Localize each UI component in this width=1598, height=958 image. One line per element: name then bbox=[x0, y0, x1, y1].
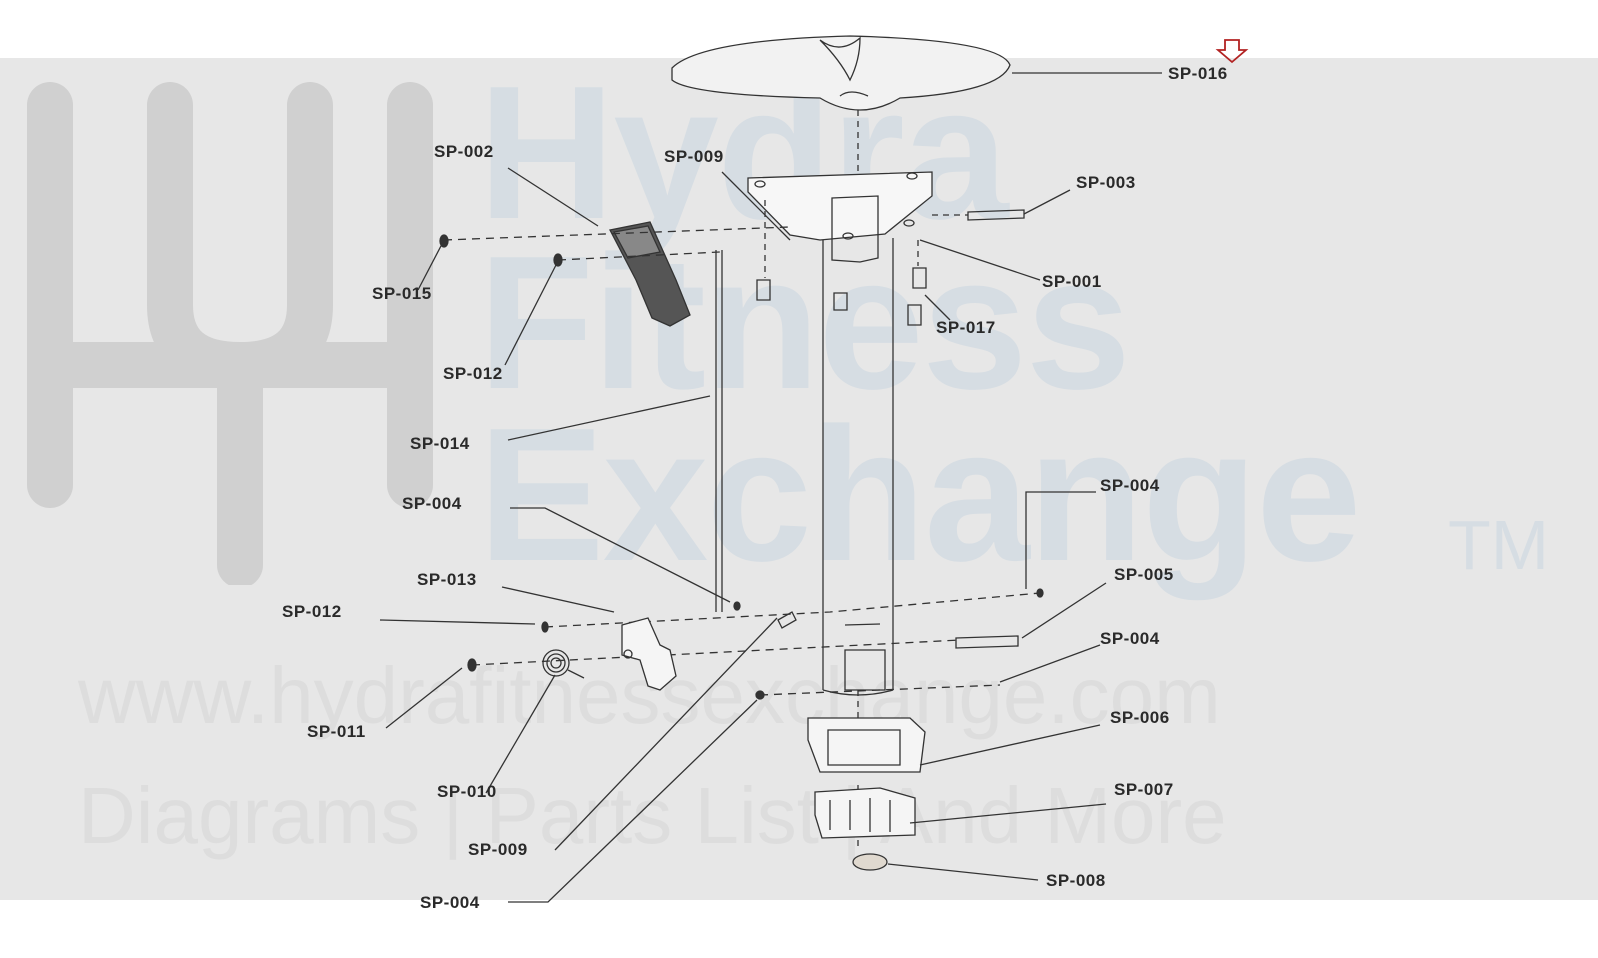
seat-part bbox=[671, 35, 1011, 111]
label-sp-008: SP-008 bbox=[1046, 871, 1106, 890]
label-sp-007: SP-007 bbox=[1114, 780, 1174, 799]
watermark-fitness: Fitness bbox=[478, 217, 1131, 429]
label-sp-004-bottom: SP-004 bbox=[420, 893, 480, 912]
label-sp-017: SP-017 bbox=[936, 318, 996, 337]
spring-part bbox=[542, 649, 585, 679]
label-sp-012-bottom: SP-012 bbox=[282, 602, 342, 621]
rod-part bbox=[715, 250, 723, 612]
watermark-exchange: Exchange bbox=[478, 389, 1362, 601]
label-sp-005: SP-005 bbox=[1114, 565, 1174, 584]
watermark-tm: TM bbox=[1448, 506, 1550, 584]
watermark-tagline: Diagrams | Parts List | And More bbox=[78, 771, 1227, 860]
pin-part-lower bbox=[955, 635, 1019, 649]
label-sp-016: SP-016 bbox=[1168, 64, 1228, 83]
label-sp-004-right-top: SP-004 bbox=[1100, 476, 1160, 495]
label-sp-006: SP-006 bbox=[1110, 708, 1170, 727]
label-sp-011: SP-011 bbox=[307, 722, 366, 741]
foot-pad-part bbox=[852, 853, 888, 871]
label-sp-010: SP-010 bbox=[437, 782, 497, 801]
label-sp-009-top: SP-009 bbox=[664, 147, 724, 166]
label-sp-012-top: SP-012 bbox=[443, 364, 503, 383]
label-sp-009-bottom: SP-009 bbox=[468, 840, 528, 859]
label-sp-014: SP-014 bbox=[410, 434, 470, 453]
base-cup-part bbox=[807, 717, 926, 773]
top-plate-part bbox=[747, 171, 933, 241]
label-sp-004-right-mid: SP-004 bbox=[1100, 629, 1160, 648]
label-sp-003: SP-003 bbox=[1076, 173, 1136, 192]
pin-part bbox=[967, 209, 1025, 221]
watermark-logo-icon bbox=[27, 82, 433, 585]
label-sp-013: SP-013 bbox=[417, 570, 477, 589]
label-sp-004-left: SP-004 bbox=[402, 494, 462, 513]
down-arrow-outline-icon bbox=[1215, 39, 1249, 64]
label-sp-001: SP-001 bbox=[1042, 272, 1102, 291]
label-sp-002: SP-002 bbox=[434, 142, 494, 161]
lever-part bbox=[621, 617, 677, 691]
label-sp-015: SP-015 bbox=[372, 284, 432, 303]
